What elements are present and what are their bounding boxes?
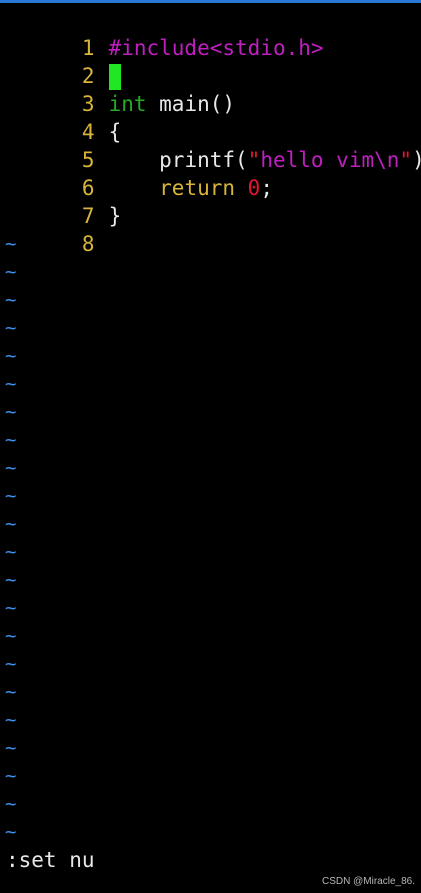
tilde-marker: ~ (5, 569, 17, 591)
line-number: 4 (81, 120, 95, 144)
tilde-marker: ~ (5, 793, 17, 815)
tilde-marker: ~ (5, 709, 17, 731)
watermark: CSDN @Miracle_86. (322, 876, 415, 887)
line-number: 8 (81, 232, 95, 256)
return-keyword: return (159, 176, 236, 200)
tilde-marker: ~ (5, 457, 17, 479)
space (235, 176, 248, 200)
tilde-marker: ~ (5, 821, 17, 843)
tilde-marker: ~ (5, 737, 17, 759)
tilde-marker: ~ (5, 345, 17, 367)
code-line-8[interactable]: 8 (0, 202, 109, 256)
statement-end: ); (412, 148, 421, 172)
escape-sequence: \n (374, 148, 400, 172)
printf-call: printf( (159, 148, 248, 172)
tilde-marker: ~ (5, 653, 17, 675)
tilde-marker: ~ (5, 429, 17, 451)
code-line-1[interactable]: 1 #include<stdio.h> (0, 6, 324, 60)
tilde-marker: ~ (5, 317, 17, 339)
tilde-marker: ~ (5, 681, 17, 703)
tilde-marker: ~ (5, 261, 17, 283)
line-number: 2 (81, 64, 95, 88)
code-line-4[interactable]: 4{ (0, 90, 121, 144)
tilde-marker: ~ (5, 401, 17, 423)
line-number: 7 (81, 204, 95, 228)
string-quote: " (247, 148, 261, 172)
code-line-2[interactable]: 2 (0, 34, 121, 90)
tilde-marker: ~ (5, 541, 17, 563)
open-brace: { (108, 120, 122, 144)
tilde-marker: ~ (5, 485, 17, 507)
function-signature: main() (146, 92, 236, 116)
tilde-marker: ~ (5, 233, 17, 255)
return-value: 0 (247, 176, 261, 200)
type-keyword: int (108, 92, 147, 116)
include-header: <stdio.h> (209, 36, 324, 60)
line-number: 3 (81, 92, 95, 116)
tilde-marker: ~ (5, 765, 17, 787)
tilde-marker: ~ (5, 625, 17, 647)
line-number: 5 (81, 148, 95, 172)
include-directive: #include (108, 36, 210, 60)
code-line-3[interactable]: 3 int main() (0, 62, 235, 116)
line-number: 1 (81, 36, 95, 60)
code-line-6[interactable]: 6 return 0; (0, 146, 273, 200)
close-brace: } (108, 204, 122, 228)
string-literal: hello vim (260, 148, 375, 172)
tilde-marker: ~ (5, 289, 17, 311)
statement-end: ; (260, 176, 273, 200)
text-cursor (108, 64, 121, 90)
line-number: 6 (81, 176, 95, 200)
code-line-7[interactable]: 7} (0, 174, 121, 228)
window-top-border (0, 0, 421, 3)
tilde-marker: ~ (5, 597, 17, 619)
code-line-5[interactable]: 5 printf("hello vim\n"); (0, 118, 421, 172)
tilde-marker: ~ (5, 373, 17, 395)
tilde-marker: ~ (5, 513, 17, 535)
command-line[interactable]: :set nu (6, 848, 95, 872)
string-quote: " (399, 148, 413, 172)
